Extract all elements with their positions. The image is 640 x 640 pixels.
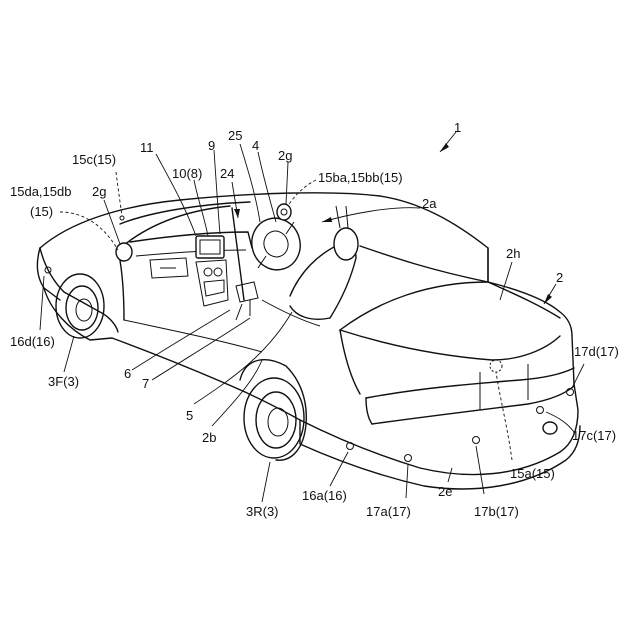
label-11: 11 <box>140 140 154 155</box>
label-2: 2 <box>556 270 563 285</box>
label-3F: 3F(3) <box>48 374 79 389</box>
label-2b: 2b <box>202 430 216 445</box>
label-16d: 16d(16) <box>10 334 55 349</box>
label-17d: 17d(17) <box>574 344 619 359</box>
label-2g-left: 2g <box>92 184 106 199</box>
car-body <box>37 193 580 489</box>
label-4: 4 <box>252 138 259 153</box>
label-25: 25 <box>228 128 242 143</box>
label-6: 6 <box>124 366 131 381</box>
rear-wheel <box>240 360 306 460</box>
label-17b: 17b(17) <box>474 504 519 519</box>
label-9: 9 <box>208 138 215 153</box>
label-5: 5 <box>186 408 193 423</box>
label-2g-right: 2g <box>278 148 292 163</box>
label-15c: 15c(15) <box>72 152 116 167</box>
label-16a: 16a(16) <box>302 488 347 503</box>
front-wheel <box>56 274 104 338</box>
label-17c: 17c(17) <box>572 428 616 443</box>
label-1: 1 <box>454 120 461 135</box>
label-2a: 2a <box>422 196 437 211</box>
label-3R: 3R(3) <box>246 504 279 519</box>
label-17a: 17a(17) <box>366 504 411 519</box>
bumper-sensors <box>347 360 574 462</box>
label-15-left: (15) <box>30 204 53 219</box>
label-24: 24 <box>220 166 234 181</box>
label-15ba: 15ba,15bb(15) <box>318 170 403 185</box>
label-15a: 15a(15) <box>510 466 555 481</box>
label-2e: 2e <box>438 484 452 499</box>
label-7: 7 <box>142 376 149 391</box>
label-10-8: 10(8) <box>172 166 202 181</box>
label-15da: 15da,15db <box>10 184 71 199</box>
leader-lines <box>40 132 584 502</box>
label-2h: 2h <box>506 246 520 261</box>
